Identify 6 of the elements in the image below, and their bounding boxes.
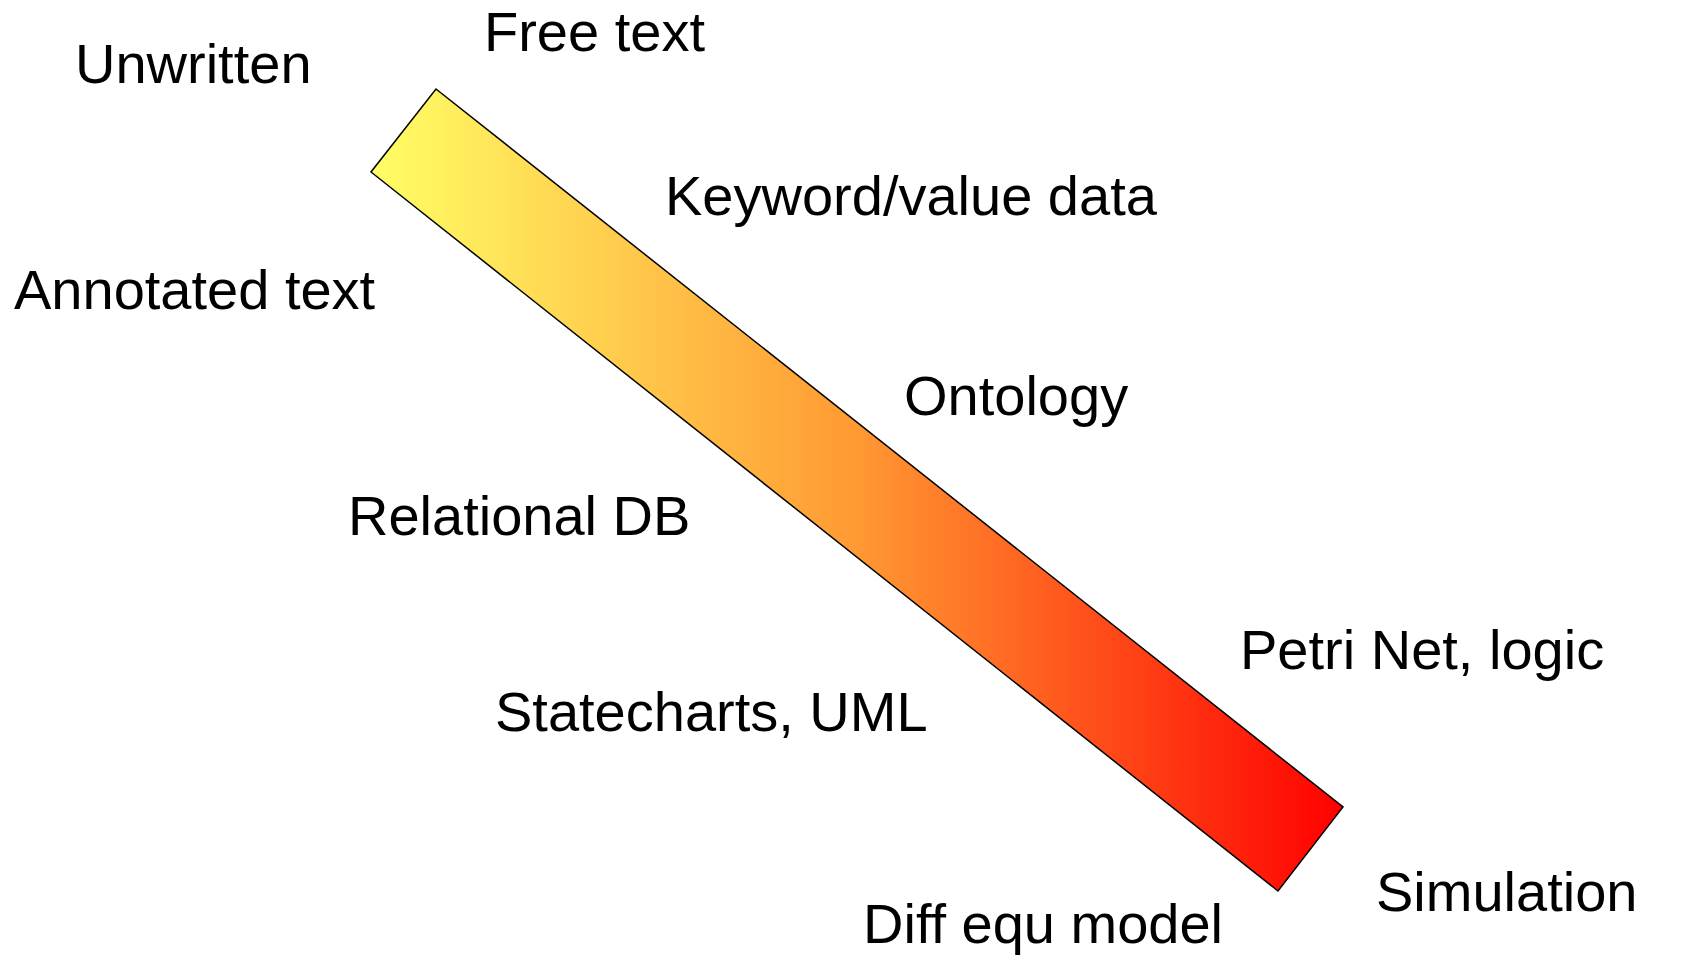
scale-label: Relational DB	[348, 488, 691, 544]
scale-label: Statecharts, UML	[495, 684, 928, 740]
scale-label: Free text	[484, 4, 705, 60]
scale-label: Annotated text	[14, 262, 376, 318]
scale-label: Unwritten	[75, 36, 312, 92]
scale-label: Simulation	[1376, 864, 1638, 920]
